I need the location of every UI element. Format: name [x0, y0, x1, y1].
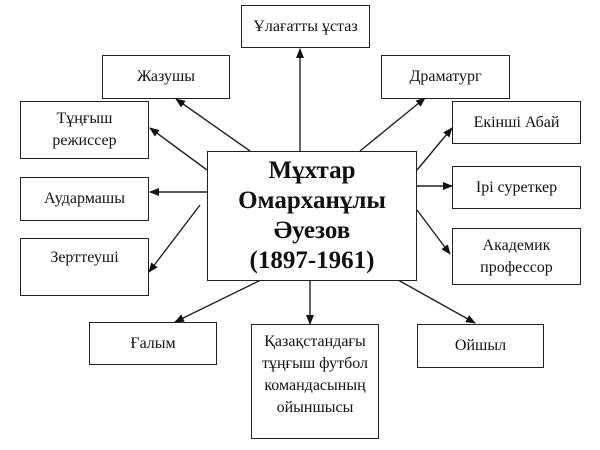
central-node: Мұхтар Омарханұлы Әуезов (1897-1961)	[207, 151, 417, 281]
node-teacher: Ұлағатты ұстаз	[241, 5, 370, 48]
node-great-artist: Ірі суреткер	[452, 166, 581, 209]
node-researcher: Зерттеуші	[20, 238, 149, 296]
node-thinker: Ойшыл	[417, 324, 544, 368]
node-second-abai: Екінші Абай	[452, 101, 581, 144]
arrow-director	[149, 127, 208, 171]
arrow-researcher	[148, 204, 201, 273]
center-name-line1: Мұхтар	[268, 157, 356, 184]
node-scientist: Ғалым	[89, 322, 217, 365]
node-director: Тұңғыш режиссер	[20, 101, 149, 159]
node-academician: Академик профессор	[452, 228, 581, 285]
arrow-thinker	[397, 279, 476, 324]
arrow-scientist	[174, 277, 266, 323]
center-name-line2: Омарханұлы	[238, 187, 386, 214]
node-writer: Жазушы	[102, 55, 230, 99]
node-playwright: Драматург	[381, 55, 510, 99]
arrow-playwright	[359, 97, 426, 152]
arrow-academician	[416, 209, 451, 255]
center-years: (1897-1961)	[249, 247, 375, 274]
center-name-line3: Әуезов	[273, 217, 351, 244]
arrow-second-abai	[416, 127, 453, 171]
node-football: Қазақстандағы тұңғыш футбол командасының…	[251, 324, 379, 439]
node-translator: Аудармашы	[20, 177, 149, 221]
arrow-writer	[175, 98, 251, 152]
